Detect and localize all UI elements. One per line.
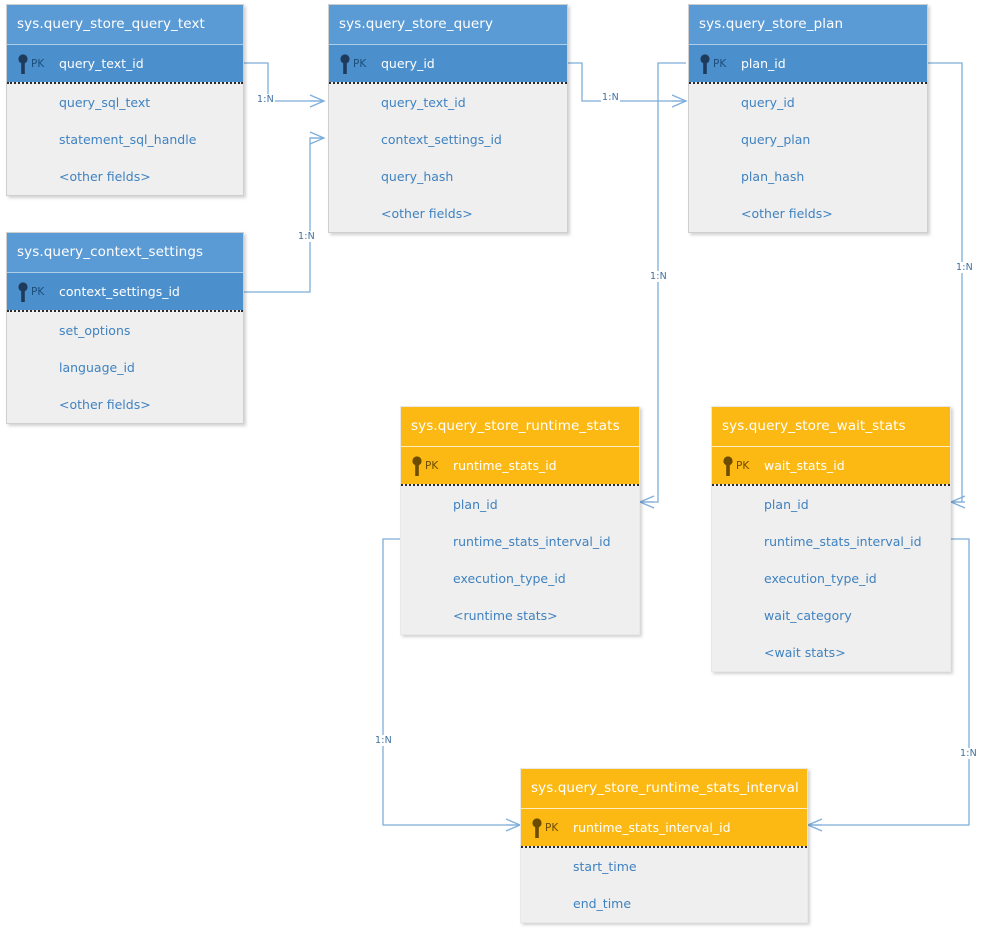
relationship-label-interval-to-wait-stats: 1:N	[959, 748, 978, 759]
entity-title: sys.query_context_settings	[7, 233, 243, 272]
pk-field-name: plan_id	[741, 56, 786, 71]
entity-query-store-wait-stats[interactable]: sys.query_store_wait_stats PK wait_stats…	[711, 406, 951, 672]
pk-badge: PK	[31, 286, 45, 298]
pk-badge: PK	[736, 460, 750, 472]
entity-title: sys.query_store_query	[329, 5, 567, 44]
relationship-label-ctxsettings-to-query: 1:N	[297, 231, 316, 242]
key-icon	[18, 282, 28, 302]
entity-field: plan_id	[453, 497, 498, 512]
entity-title: sys.query_store_runtime_stats_interval	[521, 769, 807, 808]
relationship-label-plan-to-runtime-stats: 1:N	[649, 271, 668, 282]
entity-primary-key-row[interactable]: PK runtime_stats_interval_id	[521, 808, 807, 846]
entity-fields: query_sql_text statement_sql_handle <oth…	[7, 82, 243, 195]
pk-badge: PK	[545, 822, 559, 834]
pk-field-name: runtime_stats_id	[453, 458, 557, 473]
entity-field: context_settings_id	[381, 132, 502, 147]
pk-badge: PK	[31, 58, 45, 70]
entity-field: query_plan	[741, 132, 811, 147]
entity-fields: start_time end_time	[521, 846, 807, 922]
relationship-label-query-to-plan: 1:N	[601, 92, 620, 103]
entity-field: set_options	[59, 323, 131, 338]
relationship-label-text-to-query: 1:N	[256, 94, 275, 105]
pk-badge: PK	[425, 460, 439, 472]
entity-field: query_id	[741, 95, 795, 110]
entity-field: end_time	[573, 896, 632, 911]
entity-primary-key-row[interactable]: PK wait_stats_id	[712, 446, 950, 484]
key-icon	[700, 54, 710, 74]
pk-field-name: query_id	[381, 56, 435, 71]
entity-field: query_text_id	[381, 95, 466, 110]
entity-field: query_hash	[381, 169, 454, 184]
entity-primary-key-row[interactable]: PK plan_id	[689, 44, 927, 82]
pk-badge: PK	[353, 58, 367, 70]
entity-query-context-settings[interactable]: sys.query_context_settings PK context_se…	[6, 232, 244, 424]
entity-field: wait_category	[764, 608, 852, 623]
entity-field: language_id	[59, 360, 135, 375]
pk-field-name: wait_stats_id	[764, 458, 845, 473]
relationship-label-interval-to-runtime-stats: 1:N	[374, 735, 393, 746]
key-icon	[412, 456, 422, 476]
entity-field: plan_id	[764, 497, 809, 512]
entity-primary-key-row[interactable]: PK query_id	[329, 44, 567, 82]
key-icon	[532, 818, 542, 838]
key-icon	[723, 456, 733, 476]
entity-query-store-query-text[interactable]: sys.query_store_query_text PK query_text…	[6, 4, 244, 196]
connector-ctxsettings-to-query	[244, 131, 326, 293]
entity-query-store-query[interactable]: sys.query_store_query PK query_id query_…	[328, 4, 568, 233]
entity-primary-key-row[interactable]: PK context_settings_id	[7, 272, 243, 310]
entity-title: sys.query_store_wait_stats	[712, 407, 950, 446]
entity-query-store-runtime-stats-interval[interactable]: sys.query_store_runtime_stats_interval P…	[520, 768, 808, 923]
entity-field: plan_hash	[741, 169, 805, 184]
entity-fields: set_options language_id <other fields>	[7, 310, 243, 423]
entity-title: sys.query_store_plan	[689, 5, 927, 44]
key-icon	[18, 54, 28, 74]
relationship-label-plan-to-wait-stats: 1:N	[955, 262, 974, 273]
entity-query-store-runtime-stats[interactable]: sys.query_store_runtime_stats PK runtime…	[400, 406, 640, 635]
entity-field: query_sql_text	[59, 95, 151, 110]
entity-field: <other fields>	[381, 206, 473, 221]
entity-field: execution_type_id	[453, 571, 566, 586]
pk-field-name: query_text_id	[59, 56, 144, 71]
entity-field: <other fields>	[741, 206, 833, 221]
entity-fields: query_text_id context_settings_id query_…	[329, 82, 567, 232]
entity-title: sys.query_store_query_text	[7, 5, 243, 44]
entity-field: execution_type_id	[764, 571, 877, 586]
pk-field-name: runtime_stats_interval_id	[573, 820, 731, 835]
entity-fields: plan_id runtime_stats_interval_id execut…	[712, 484, 950, 671]
entity-fields: plan_id runtime_stats_interval_id execut…	[401, 484, 639, 634]
entity-primary-key-row[interactable]: PK query_text_id	[7, 44, 243, 82]
entity-query-store-plan[interactable]: sys.query_store_plan PK plan_id query_id…	[688, 4, 928, 233]
pk-badge: PK	[713, 58, 727, 70]
entity-field: runtime_stats_interval_id	[764, 534, 922, 549]
key-icon	[340, 54, 350, 74]
connector-query-to-plan	[568, 62, 688, 108]
entity-field: <wait stats>	[764, 645, 846, 660]
entity-field: <runtime stats>	[453, 608, 558, 623]
entity-field: statement_sql_handle	[59, 132, 197, 147]
entity-field: <other fields>	[59, 397, 151, 412]
entity-fields: query_id query_plan plan_hash <other fie…	[689, 82, 927, 232]
entity-title: sys.query_store_runtime_stats	[401, 407, 639, 446]
pk-field-name: context_settings_id	[59, 284, 180, 299]
entity-field: <other fields>	[59, 169, 151, 184]
entity-primary-key-row[interactable]: PK runtime_stats_id	[401, 446, 639, 484]
connector-plan-to-runtime-stats	[638, 62, 686, 509]
entity-field: start_time	[573, 859, 637, 874]
entity-field: runtime_stats_interval_id	[453, 534, 611, 549]
